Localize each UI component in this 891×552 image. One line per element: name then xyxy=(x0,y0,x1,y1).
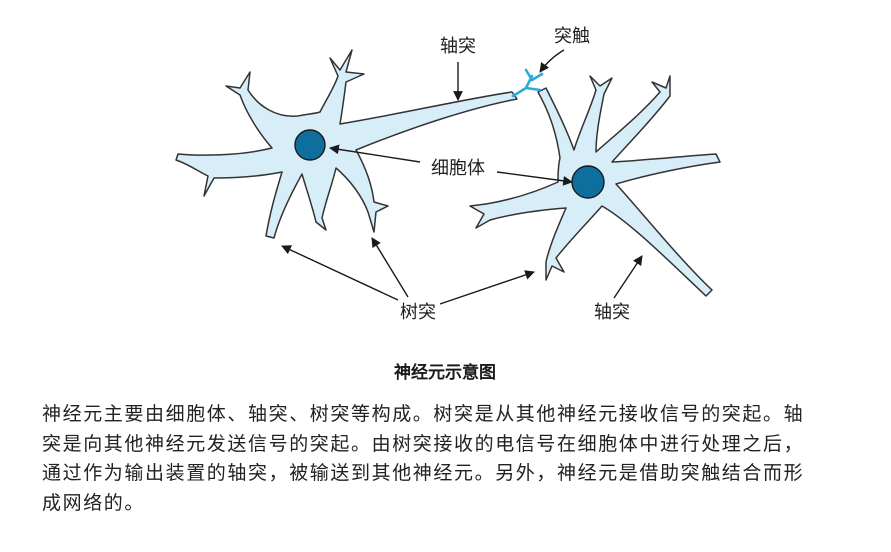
label-axon-top: 轴突 xyxy=(440,36,476,57)
synapse-terminal xyxy=(511,68,544,98)
arrow-dendrite-2 xyxy=(371,237,409,298)
label-dendrite: 树突 xyxy=(400,302,436,323)
paragraph-line: 突是向其他神经元发送信号的突起。由树突接收的电信号在细胞体中进行处理之后， xyxy=(42,432,805,455)
description-paragraph: 神经元主要由细胞体、轴突、树突等构成。树突是从其他神经元接收信号的突起。轴 突是… xyxy=(42,400,872,518)
arrow-axon-bottom xyxy=(613,255,643,299)
nucleus-left xyxy=(294,129,326,161)
figure-caption: 神经元示意图 xyxy=(394,362,496,383)
label-cell-body: 细胞体 xyxy=(431,158,485,179)
arrow-dendrite-3 xyxy=(439,270,535,305)
arrow-cell-body-left xyxy=(329,144,421,163)
paragraph-line: 通过作为输出装置的轴突，被输送到其他神经元。另外，神经元是借助突触结合而形 xyxy=(42,462,805,484)
neuron-left xyxy=(175,49,518,239)
label-synapse: 突触 xyxy=(554,26,590,47)
paragraph-line: 神经元主要由细胞体、轴突、树突等构成。树突是从其他神经元接收信号的突起。轴 xyxy=(42,403,805,425)
neuron-diagram: 轴突 突触 细胞体 树突 轴突 神经元示意图 xyxy=(175,26,721,383)
label-axon-bottom: 轴突 xyxy=(594,302,630,323)
arrow-synapse xyxy=(539,49,565,73)
arrow-dendrite-1 xyxy=(281,245,399,301)
nucleus-right xyxy=(571,165,605,199)
arrow-cell-body-right xyxy=(496,171,573,186)
paragraph-line: 成网络的。 xyxy=(42,491,146,514)
